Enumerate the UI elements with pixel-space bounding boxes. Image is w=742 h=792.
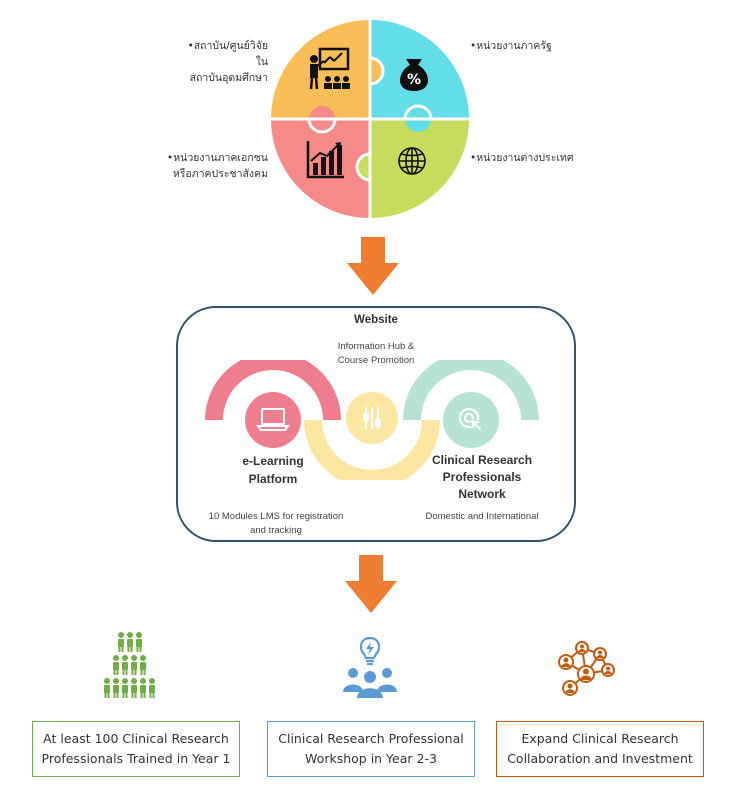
team-idea-icon <box>343 636 397 698</box>
title-line: Professionals <box>442 470 522 484</box>
result-box-text: Expand Clinical Research Collaboration a… <box>507 729 693 769</box>
result-box-training: At least 100 Clinical Research Professio… <box>32 721 240 777</box>
label-line: สถาบันอุดมศึกษา <box>189 72 268 84</box>
result-box-collaboration: Expand Clinical Research Collaboration a… <box>496 721 704 777</box>
website-title: Website <box>354 314 398 326</box>
down-arrow-1 <box>347 237 399 295</box>
desc-line: and tracking <box>250 525 302 536</box>
label-line: •สถาบัน/ศูนย์วิจัยใน <box>187 40 268 68</box>
result-line: Clinical Research Professional <box>278 731 464 746</box>
puzzle-piece-bottom-right <box>370 119 469 218</box>
network-title: Clinical Research Professionals Network <box>412 452 552 503</box>
tools-icon <box>363 407 381 429</box>
growth-chart-icon <box>306 141 344 179</box>
desc-line: 10 Modules LMS for registration <box>208 511 344 522</box>
network-people-icon <box>558 641 615 696</box>
down-arrow-2 <box>345 555 397 613</box>
result-line: At least 100 Clinical Research <box>43 731 229 746</box>
hub-line: Information Hub & <box>337 341 415 352</box>
title-line: Clinical Research <box>431 453 533 467</box>
title-line: e-Learning <box>242 454 304 468</box>
label-foreign-agencies: •หน่วยงานต่างประเทศ <box>470 152 574 164</box>
label-government-agencies: •หน่วยงานภาครัฐ <box>470 40 552 52</box>
title-line: Platform <box>248 472 298 486</box>
puzzle-diagram: % <box>271 20 469 218</box>
elearning-circle <box>245 392 301 448</box>
result-line: Workshop in Year 2-3 <box>305 751 437 766</box>
label-higher-education-institutes: •สถาบัน/ศูนย์วิจัยใน สถาบันอุดมศึกษา <box>178 38 268 86</box>
website-diagram <box>205 360 539 480</box>
label-line: หรือภาคประชาสังคม <box>172 168 268 180</box>
svg-text:%: % <box>407 72 421 88</box>
laptop-icon <box>256 408 290 431</box>
information-hub-text: Information Hub & Course Promotion <box>296 340 456 368</box>
result-line: Professionals Trained in Year 1 <box>41 751 231 766</box>
website-box <box>176 306 576 542</box>
money-bag-icon: % <box>400 59 428 91</box>
result-box-text: At least 100 Clinical Research Professio… <box>42 729 231 769</box>
hub-line: Course Promotion <box>337 355 415 366</box>
title-line: Network <box>458 487 506 501</box>
result-line: Expand Clinical Research <box>521 731 679 746</box>
people-pyramid-icon <box>104 632 155 698</box>
network-description: Domestic and International <box>425 511 539 522</box>
elearning-description: 10 Modules LMS for registration and trac… <box>190 510 362 538</box>
elearning-title: e-Learning Platform <box>213 452 333 488</box>
result-line: Collaboration and Investment <box>507 751 693 766</box>
presenter-icon <box>309 47 350 90</box>
globe-icon <box>398 147 426 175</box>
label-line: •หน่วยงานภาคเอกชน <box>167 152 268 164</box>
result-box-workshop: Clinical Research Professional Workshop … <box>267 721 475 777</box>
puzzle-piece-bottom-left <box>271 119 370 218</box>
result-box-text: Clinical Research Professional Workshop … <box>278 729 463 769</box>
label-private-sector: •หน่วยงานภาคเอกชน หรือภาคประชาสังคม <box>162 150 268 182</box>
click-icon <box>459 408 484 433</box>
